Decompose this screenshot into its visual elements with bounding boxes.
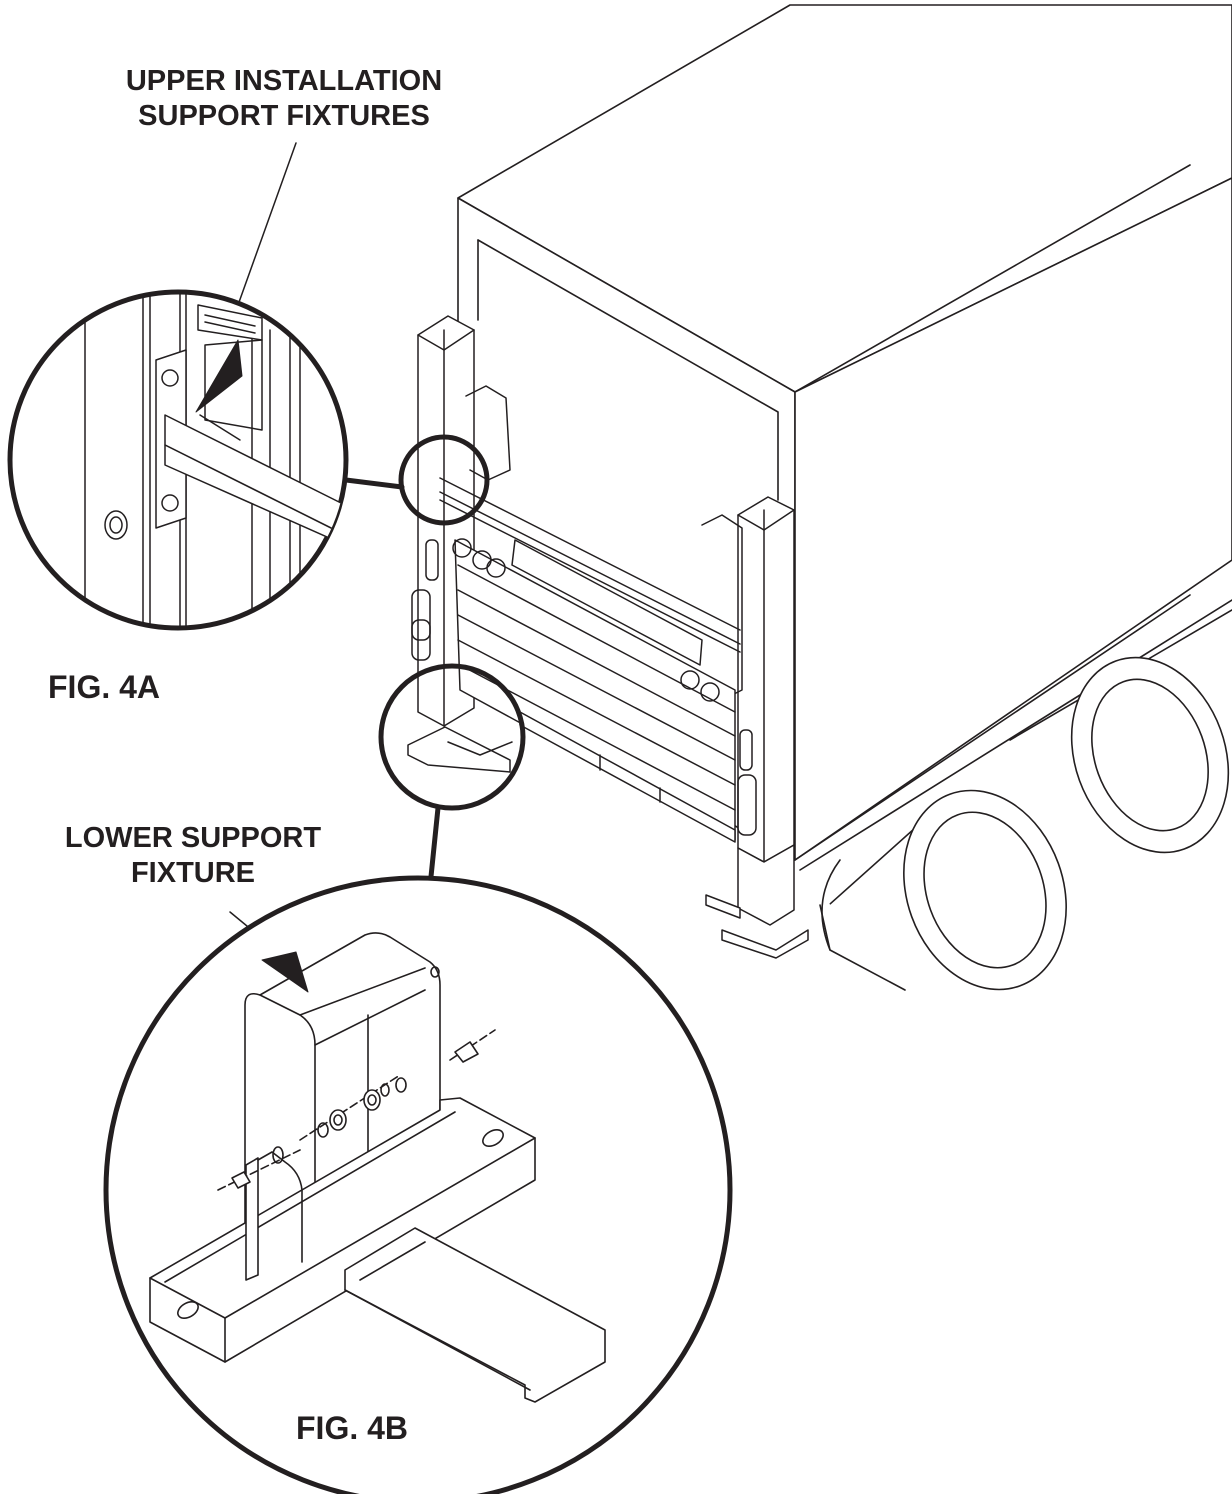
lower-fixture-marker bbox=[378, 663, 526, 811]
front-wheel bbox=[829, 789, 1067, 991]
arrow-icon bbox=[261, 951, 309, 993]
lower-fixture-label-line2: FIXTURE bbox=[130, 857, 256, 890]
fig-4b-caption: FIG. 4B bbox=[296, 1410, 409, 1446]
arrow-icon bbox=[195, 339, 243, 413]
fig-4a-detail bbox=[7, 289, 349, 631]
rear-wheel bbox=[1070, 656, 1230, 854]
fig-4a-caption: FIG. 4A bbox=[48, 669, 161, 705]
fig-4b-detail bbox=[103, 875, 733, 1494]
upper-fixtures-label: UPPER INSTALLATION SUPPORT FIXTURES bbox=[100, 64, 468, 135]
upper-fixtures-label-line2: SUPPORT FIXTURES bbox=[138, 100, 430, 133]
lower-fixture-label-line1: LOWER SUPPORT bbox=[64, 822, 322, 854]
upper-fixtures-label-line1: UPPER INSTALLATION bbox=[125, 65, 443, 97]
upper-fixture-marker bbox=[398, 434, 490, 526]
lower-fixture-label: LOWER SUPPORT FIXTURE bbox=[40, 821, 346, 892]
truck-wheels bbox=[819, 656, 1230, 991]
